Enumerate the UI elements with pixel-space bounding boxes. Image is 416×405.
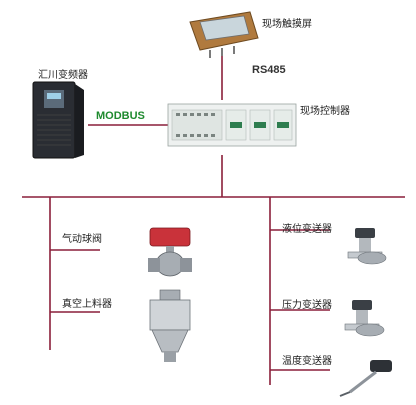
- level-transmitter-label: 液位变送器: [282, 224, 332, 235]
- temp-transmitter-device: [339, 360, 392, 397]
- level-transmitter-device: [347, 228, 387, 265]
- vacuum-loader-device: [149, 289, 191, 362]
- inverter-label: 汇川变频器: [38, 70, 88, 81]
- touchscreen-device: [189, 11, 259, 58]
- touchscreen-label: 现场触摸屏: [262, 19, 312, 30]
- modbus-label: MODBUS: [96, 110, 145, 122]
- ball-valve-label: 气动球阀: [62, 234, 102, 245]
- temp-transmitter-label: 温度变送器: [282, 356, 332, 367]
- inverter-device: [32, 81, 84, 159]
- pressure-transmitter-device: [344, 300, 385, 337]
- pressure-transmitter-label: 压力变送器: [282, 300, 332, 311]
- rs485-label: RS485: [252, 64, 286, 76]
- controller-device: [167, 103, 297, 147]
- bus-lines: [22, 52, 405, 385]
- vacuum-loader-label: 真空上料器: [62, 299, 112, 310]
- ball-valve-device: [148, 227, 192, 277]
- controller-label: 现场控制器: [300, 106, 350, 117]
